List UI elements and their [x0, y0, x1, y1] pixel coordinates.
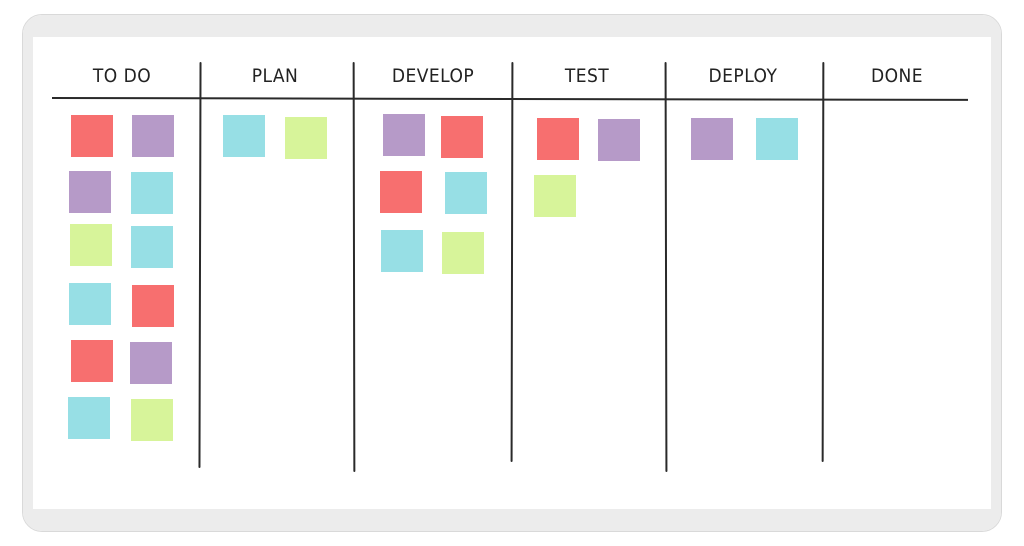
column-title-deploy: DEPLOY [708, 65, 778, 87]
sticky-note [132, 115, 174, 157]
whiteboard-frame-bottom [23, 509, 1001, 531]
sticky-note [598, 119, 640, 161]
sticky-note [381, 230, 423, 272]
sticky-note [534, 175, 576, 217]
column-title-to-do: TO DO [92, 65, 152, 87]
sticky-note [130, 342, 172, 384]
sticky-note [68, 397, 110, 439]
sticky-note [756, 118, 798, 160]
sticky-note [70, 224, 112, 266]
column-title-develop: DEVELOP [391, 65, 475, 87]
sticky-note [71, 115, 113, 157]
sticky-note [691, 118, 733, 160]
sticky-note [71, 340, 113, 382]
sticky-note [69, 283, 111, 325]
column-title-plan: PLAN [251, 65, 299, 87]
sticky-note [383, 114, 425, 156]
sticky-note [445, 172, 487, 214]
sticky-note [223, 115, 265, 157]
sticky-note [441, 116, 483, 158]
sticky-note [285, 117, 327, 159]
column-title-test: TEST [564, 65, 610, 87]
sticky-note [442, 232, 484, 274]
whiteboard-frame-right [991, 15, 1001, 531]
sticky-note [69, 171, 111, 213]
sticky-note [131, 226, 173, 268]
column-title-done: DONE [870, 65, 924, 87]
sticky-note [131, 399, 173, 441]
whiteboard-frame-left [23, 15, 33, 531]
whiteboard-frame-top [23, 15, 1001, 37]
sticky-note [537, 118, 579, 160]
sticky-note [131, 172, 173, 214]
sticky-note [132, 285, 174, 327]
sticky-note [380, 171, 422, 213]
